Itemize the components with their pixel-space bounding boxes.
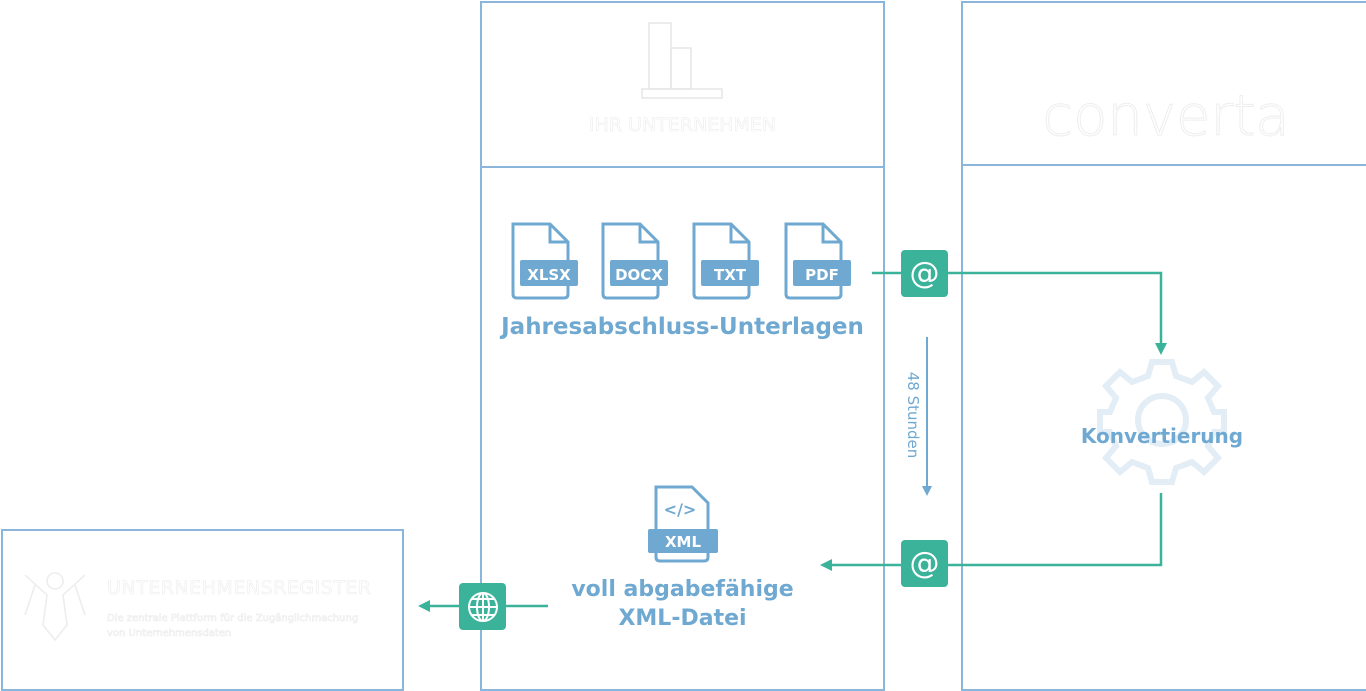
xml-file-label: XML [665,533,701,551]
duration-label: 48 Stunden [904,371,922,459]
conversion-label: Konvertierung [1080,424,1244,448]
company-title: IHR UNTERNEHMEN [588,114,777,137]
result-label-line2: XML-Datei [618,606,747,631]
file-type-label: DOCX [615,266,663,284]
file-icon-xlsx: XLSX [511,222,578,300]
documents-label: Jahresabschluss-Unterlagen [501,314,864,340]
building-icon [641,22,723,99]
register-subtitle-1: Die zentrale Plattform für die Zugänglic… [107,613,359,625]
file-icon-pdf: PDF [784,222,851,300]
file-type-label: TXT [714,266,747,284]
eagle-logo-icon [24,572,86,642]
result-label-line1: voll abgabefähige [571,577,794,602]
xml-file-icon: </> XML [648,485,718,563]
company-header-divider [480,166,885,168]
globe-icon [459,583,506,630]
register-title: UNTERNEHMENSREGISTER [107,577,372,600]
converta-column [961,1,1366,691]
xml-code-glyph: </> [664,500,697,519]
converta-header-divider [961,164,1366,166]
file-type-label: XLSX [527,266,571,284]
file-icon-txt: TXT [692,222,759,300]
register-subtitle-2: von Unternehmensdaten [107,628,232,640]
file-icon-docx: DOCX [601,222,668,300]
converta-logo: converta [1042,84,1290,150]
file-type-label: PDF [805,266,839,284]
company-column [480,1,885,691]
email-icon: @ [901,250,948,297]
register-box [1,529,404,691]
email-icon: @ [901,540,948,587]
